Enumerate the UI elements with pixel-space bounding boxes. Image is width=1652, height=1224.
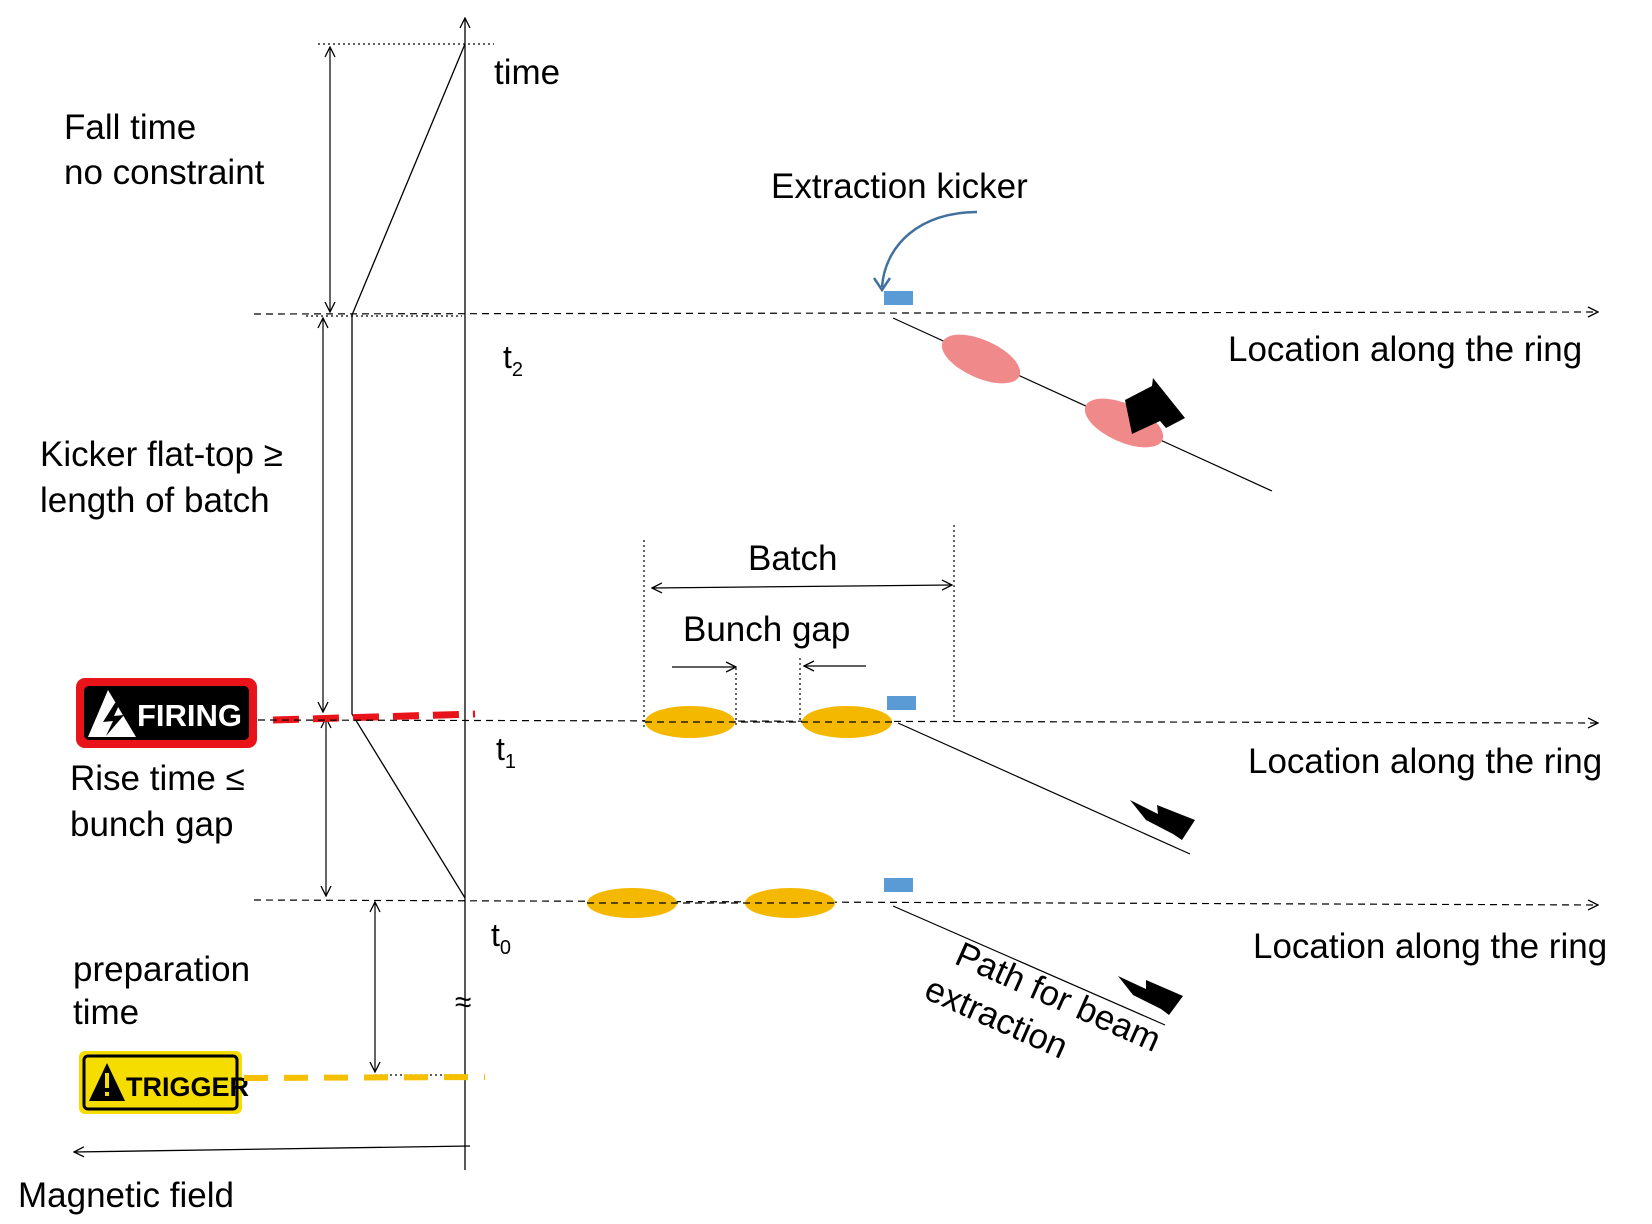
preparation-time-dimension — [375, 902, 470, 1076]
location-label-t2: Location along the ring — [1228, 330, 1582, 369]
kicker-magnet-t1 — [887, 696, 916, 710]
approx-symbol: ≈ — [455, 986, 471, 1019]
fall-time-label: Fall time no constraint — [64, 108, 265, 192]
trigger-badge: TRIGGER — [79, 1051, 249, 1114]
extracted-bunch — [1084, 398, 1164, 448]
direction-arrow-icon — [1125, 378, 1185, 434]
lightning-warning-icon — [88, 690, 136, 737]
firing-badge: FIRING — [76, 678, 257, 748]
kicker-magnet-t0 — [884, 878, 913, 892]
direction-arrow-icon — [1130, 800, 1195, 840]
direction-arrow-icon — [1118, 976, 1183, 1015]
bunch — [587, 888, 677, 918]
extraction-kicker-pointer — [880, 210, 978, 288]
magnetic-field-label: Magnetic field — [18, 1176, 234, 1215]
flat-top-label: Kicker flat-top ≥ length of batch — [40, 435, 293, 520]
bunch — [802, 706, 892, 738]
location-label-t0: Location along the ring — [1253, 927, 1607, 966]
flat-top-dimension — [306, 315, 462, 712]
kicker-waveform — [351, 43, 466, 899]
firing-label: FIRING — [137, 698, 242, 733]
extracted-bunch — [941, 334, 1021, 384]
pointer-arrowhead — [872, 277, 892, 293]
path-extraction-label: Path for beam extraction — [919, 929, 1175, 1104]
extraction-kicker-label: Extraction kicker — [771, 167, 1028, 206]
ring-line-t0 — [253, 900, 1598, 1026]
location-label-t1: Location along the ring — [1248, 742, 1602, 781]
ring-line-t1 — [257, 720, 1598, 855]
batch-label: Batch — [748, 539, 838, 578]
trigger-dashed-line — [243, 1074, 486, 1081]
t0-label: t0 — [491, 917, 511, 959]
trigger-label: TRIGGER — [126, 1072, 249, 1102]
bunch-gap-dimension — [672, 658, 866, 726]
preparation-time-label: preparation time — [73, 950, 260, 1032]
time-axis-label: time — [494, 53, 560, 92]
kicker-magnet-t2 — [884, 291, 913, 305]
batch-dimension — [643, 525, 955, 728]
t1-label: t1 — [496, 731, 516, 773]
t2-label: t2 — [503, 339, 523, 381]
fall-time-dimension — [318, 43, 494, 312]
bunch-gap-label: Bunch gap — [683, 610, 850, 649]
magnetic-field-axis — [74, 1145, 471, 1152]
exclamation-warning-icon — [89, 1063, 125, 1101]
bunch — [645, 706, 735, 738]
firing-dashed-line — [272, 710, 476, 724]
bunch — [745, 888, 835, 918]
rise-time-label: Rise time ≤ bunch gap — [70, 759, 255, 844]
